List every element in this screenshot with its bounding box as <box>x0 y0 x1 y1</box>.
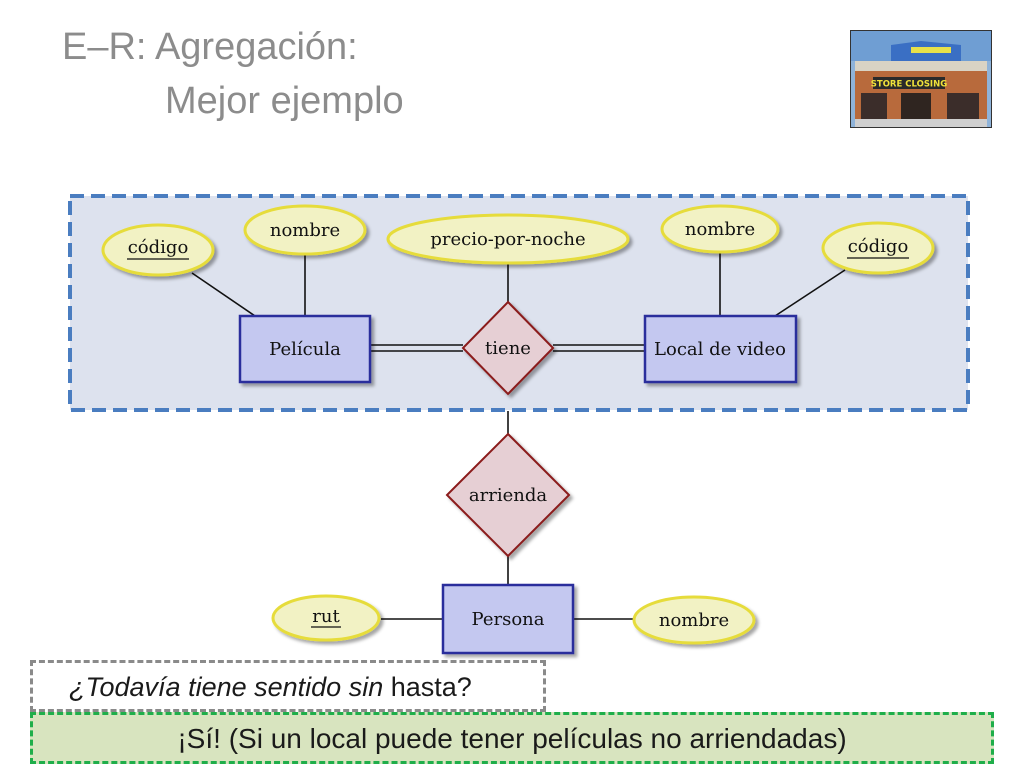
attribute-label: nombre <box>685 219 755 240</box>
answer-callout: ¡Sí! (Si un local puede tener películas … <box>30 712 994 764</box>
connector-lines <box>191 242 846 620</box>
attribute-precio-por-noche: precio-por-noche <box>386 213 630 265</box>
attribute-nombre-persona: nombre <box>632 595 756 645</box>
question-normal-text: hasta? <box>383 672 472 702</box>
attribute-codigo-local: código <box>821 221 935 275</box>
relationship-tiene: tiene <box>461 300 555 396</box>
page-title: E–R: Agregación: <box>62 26 358 68</box>
entity-persona: Persona <box>441 583 575 655</box>
entity-label: Persona <box>472 609 545 630</box>
attribute-label: nombre <box>270 220 340 241</box>
relationship-label: arrienda <box>469 485 547 506</box>
attribute-nombre-pelicula: nombre <box>243 204 367 256</box>
entity-pelicula: Película <box>238 314 372 384</box>
attribute-rut: rut <box>271 594 381 642</box>
attribute-label: nombre <box>659 610 729 631</box>
store-closing-photo: STORE CLOSING <box>850 30 992 128</box>
question-callout: ¿Todavía tiene sentido sin hasta? <box>30 660 546 712</box>
attribute-label: precio-por-noche <box>430 229 585 250</box>
attribute-label: código <box>848 236 909 257</box>
attribute-codigo-pelicula: código <box>101 223 215 277</box>
entity-local-de-video: Local de video <box>643 314 798 384</box>
question-italic-text: ¿Todavía tiene sentido sin <box>69 672 384 702</box>
attribute-label: código <box>128 237 189 258</box>
store-closing-sign: STORE CLOSING <box>871 80 947 90</box>
page-subtitle: Mejor ejemplo <box>165 80 404 122</box>
entity-label: Local de video <box>654 339 786 360</box>
attribute-label: rut <box>312 606 340 627</box>
relationship-label: tiene <box>485 338 531 359</box>
relationship-arrienda: arrienda <box>445 432 571 558</box>
attribute-nombre-local: nombre <box>660 204 780 254</box>
entity-label: Película <box>269 339 341 360</box>
